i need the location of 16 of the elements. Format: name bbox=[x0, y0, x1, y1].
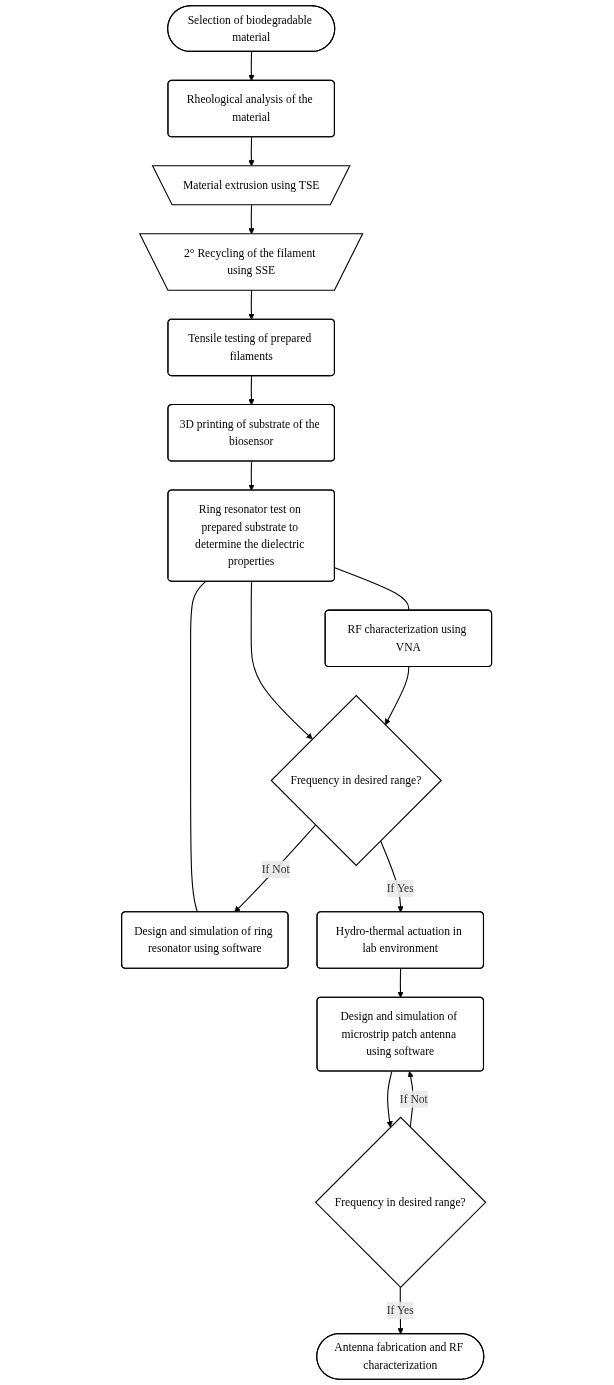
arrow bbox=[248, 51, 255, 81]
arrow bbox=[248, 460, 255, 491]
arrow bbox=[248, 375, 255, 406]
connector bbox=[190, 581, 207, 913]
arrow bbox=[248, 290, 255, 320]
edge-label: If Not bbox=[262, 862, 291, 876]
arrow bbox=[251, 581, 313, 740]
arrow bbox=[385, 666, 410, 726]
edge-label: If Yes bbox=[387, 1303, 415, 1317]
edge-label: If Yes bbox=[387, 882, 415, 895]
edge-label: If Not bbox=[400, 1092, 429, 1105]
node-diamond: Frequency in desired range? bbox=[315, 1116, 487, 1289]
connector bbox=[334, 567, 410, 612]
arrow bbox=[397, 968, 405, 998]
arrow bbox=[386, 1070, 394, 1128]
arrow bbox=[234, 824, 317, 913]
